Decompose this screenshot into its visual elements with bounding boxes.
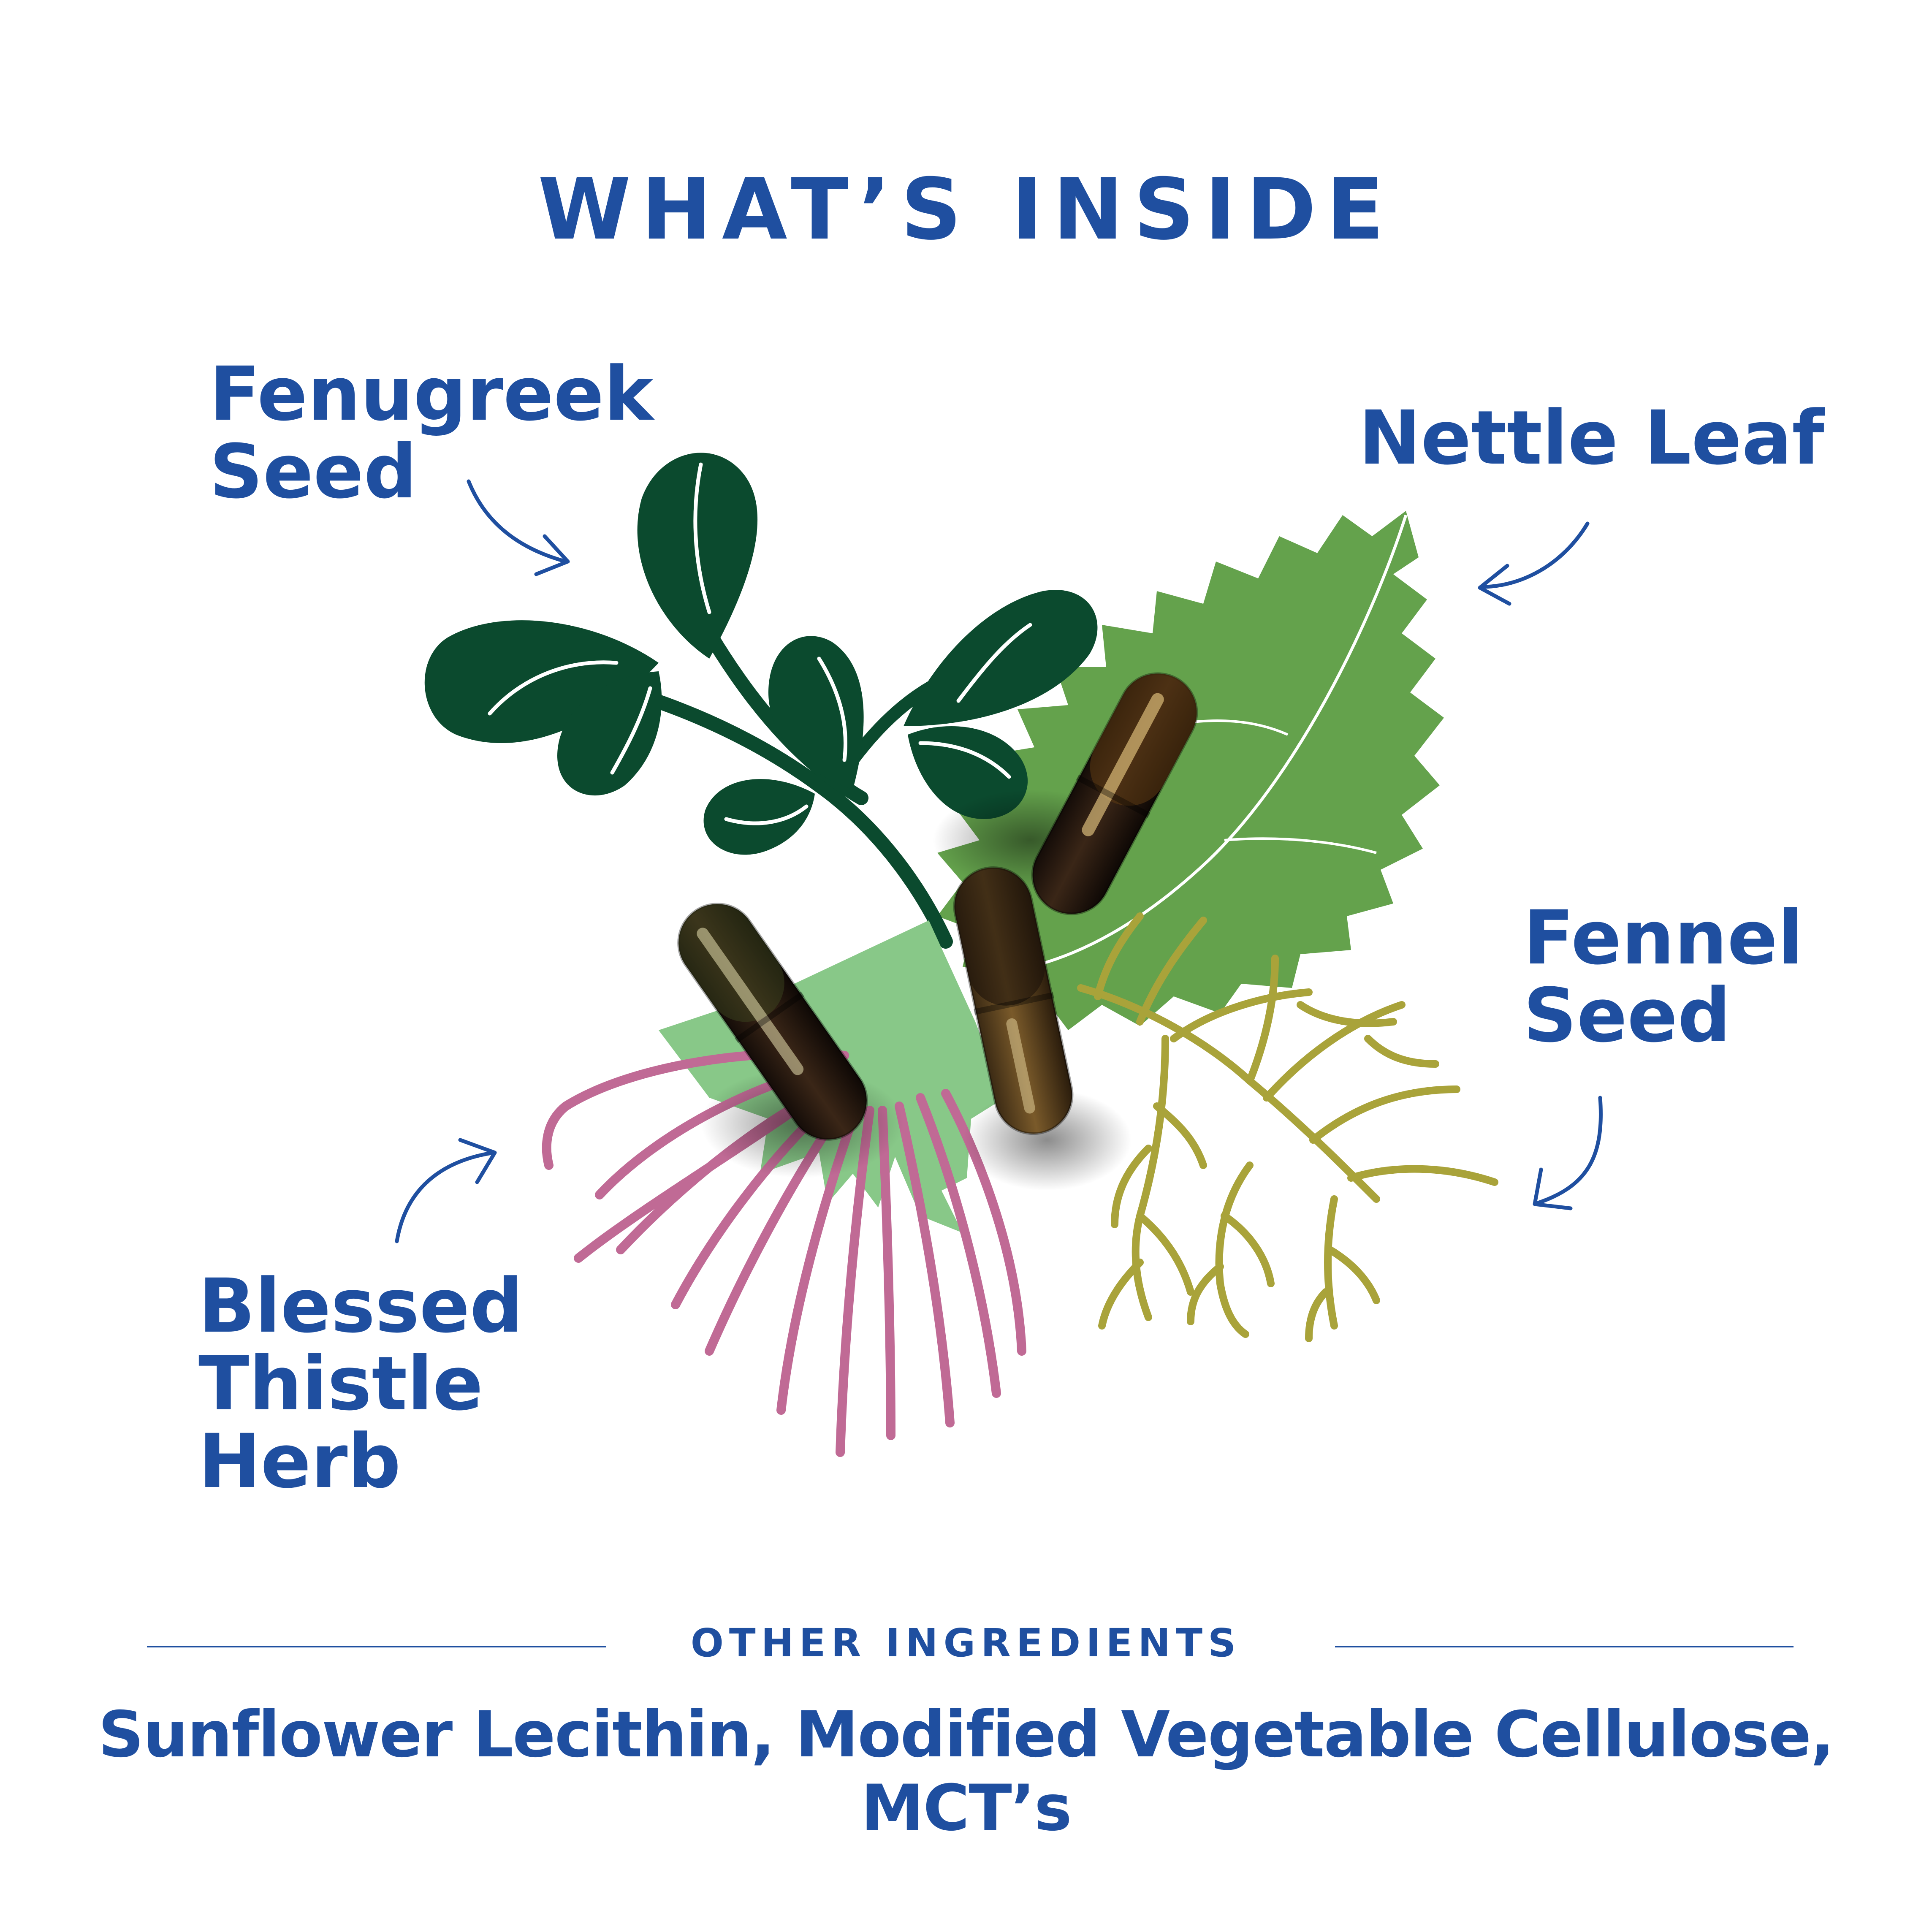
fenugreek-leaves-icon — [424, 453, 1098, 949]
divider-left — [147, 1646, 606, 1647]
other-ingredients-list: Sunflower Lecithin, Modified Vegetable C… — [98, 1698, 1835, 1845]
label-line: Blessed — [198, 1263, 523, 1349]
label-line: Seed — [1523, 972, 1731, 1059]
fennel-sprig-icon — [1077, 912, 1498, 1342]
capsule-icon — [933, 672, 1198, 915]
label-line: Fenugreek — [209, 351, 654, 437]
label-nettle-leaf: Nettle Leaf — [1359, 399, 1824, 477]
label-fennel-seed: Fennel Seed — [1523, 899, 1803, 1055]
capsule-icon — [677, 903, 904, 1178]
arrow-icon — [467, 479, 570, 576]
other-ingredients-heading: OTHER INGREDIENTS — [690, 1620, 1242, 1666]
label-line: Fennel — [1523, 895, 1803, 981]
label-line: Seed — [209, 429, 417, 515]
arrow-icon — [1478, 521, 1590, 606]
label-line: Nettle Leaf — [1359, 395, 1824, 481]
arrow-icon — [1533, 1096, 1603, 1210]
arrow-icon — [395, 1138, 497, 1243]
divider-right — [1335, 1646, 1794, 1647]
capsule-icon — [953, 866, 1132, 1191]
label-line: Herb — [198, 1418, 401, 1505]
page-title: WHAT’S INSIDE — [537, 160, 1395, 259]
label-line: Thistle — [198, 1340, 483, 1427]
label-blessed-thistle-herb: Blessed Thistle Herb — [198, 1267, 523, 1501]
label-fenugreek-seed: Fenugreek Seed — [209, 355, 654, 511]
